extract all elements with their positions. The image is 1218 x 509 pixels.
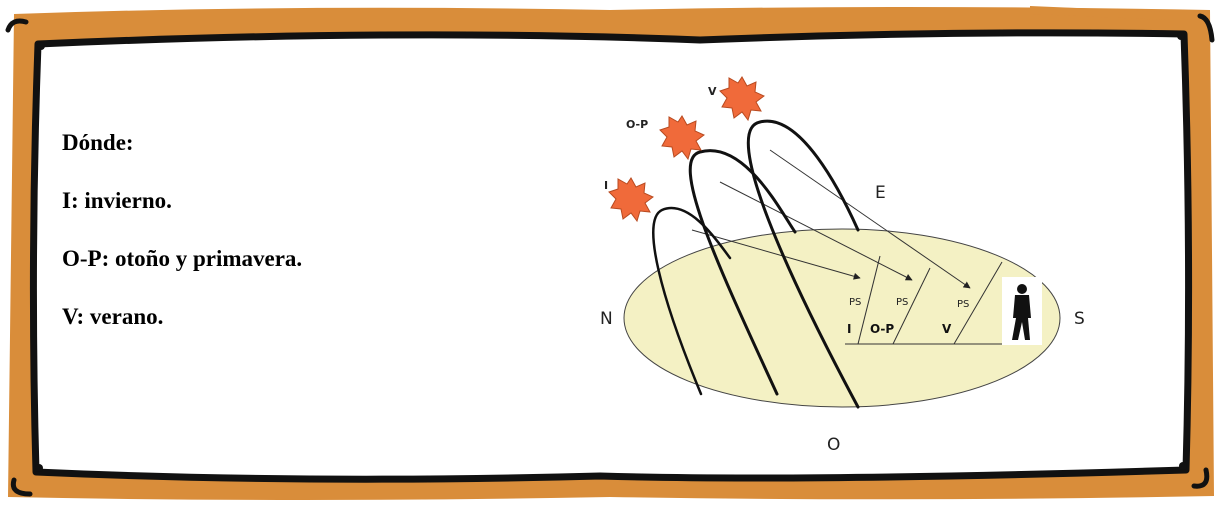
season-label-summer: V (942, 322, 952, 336)
frame-corner-dot-br (1179, 462, 1187, 470)
compass-south: S (1074, 309, 1085, 329)
sun-summer: V (708, 76, 765, 122)
sun-path-winter (652, 206, 732, 396)
sun-summer-icon (719, 76, 765, 122)
sun-op-label: O-P (626, 118, 648, 131)
legend-item-winter: I: invierno. (62, 188, 172, 213)
shadow-labels: PS PS PS (849, 297, 969, 310)
ps-label-winter: PS (849, 297, 861, 308)
sun-op-icon (659, 115, 705, 161)
sun-op: O-P (626, 115, 705, 161)
observer-figure (1002, 277, 1042, 345)
season-labels: I O-P V (847, 322, 952, 336)
compass-north: N (600, 309, 613, 329)
sun-path-op (688, 149, 797, 396)
sun-paths (652, 119, 860, 409)
compass-east: E (875, 183, 886, 203)
legend: Dónde: I: invierno. O-P: otoño y primave… (62, 128, 302, 332)
shadow-line-op (892, 267, 931, 345)
sun-ray-winter (691, 229, 861, 280)
ps-label-op: PS (896, 297, 908, 308)
frame-corner-dot-tr (1177, 32, 1185, 40)
season-label-winter: I (847, 322, 851, 336)
sun-winter: I (604, 177, 654, 223)
sun-ray-summer (769, 149, 971, 289)
season-label-op: O-P (870, 322, 894, 336)
ps-label-summer: PS (957, 299, 969, 310)
sun-winter-label: I (604, 179, 608, 192)
frame-orange-streak-right (1030, 6, 1170, 20)
frame-corner-dot-tl (37, 42, 45, 50)
compass-labels: N S E O (600, 183, 1085, 455)
compass-west: O (827, 435, 840, 455)
shadow-line-winter (857, 255, 881, 345)
legend-heading: Dónde: (62, 130, 134, 155)
frame-outer-border (5, 13, 1215, 497)
frame-inner-border (29, 29, 1193, 483)
sun-rays (691, 149, 971, 289)
sun-path-summer (746, 119, 860, 409)
sun-summer-label: V (708, 85, 717, 98)
ground-ellipse (623, 228, 1061, 408)
legend-item-autumn-spring: O-P: otoño y primavera. (62, 246, 303, 271)
sun-ray-op (719, 181, 913, 281)
shadow-line-summer (953, 261, 1003, 345)
sun-winter-icon (608, 177, 654, 223)
shadow-geometry (845, 255, 1003, 345)
frame-corner-dot-bl (35, 464, 43, 472)
legend-item-summer: V: verano. (62, 304, 164, 329)
